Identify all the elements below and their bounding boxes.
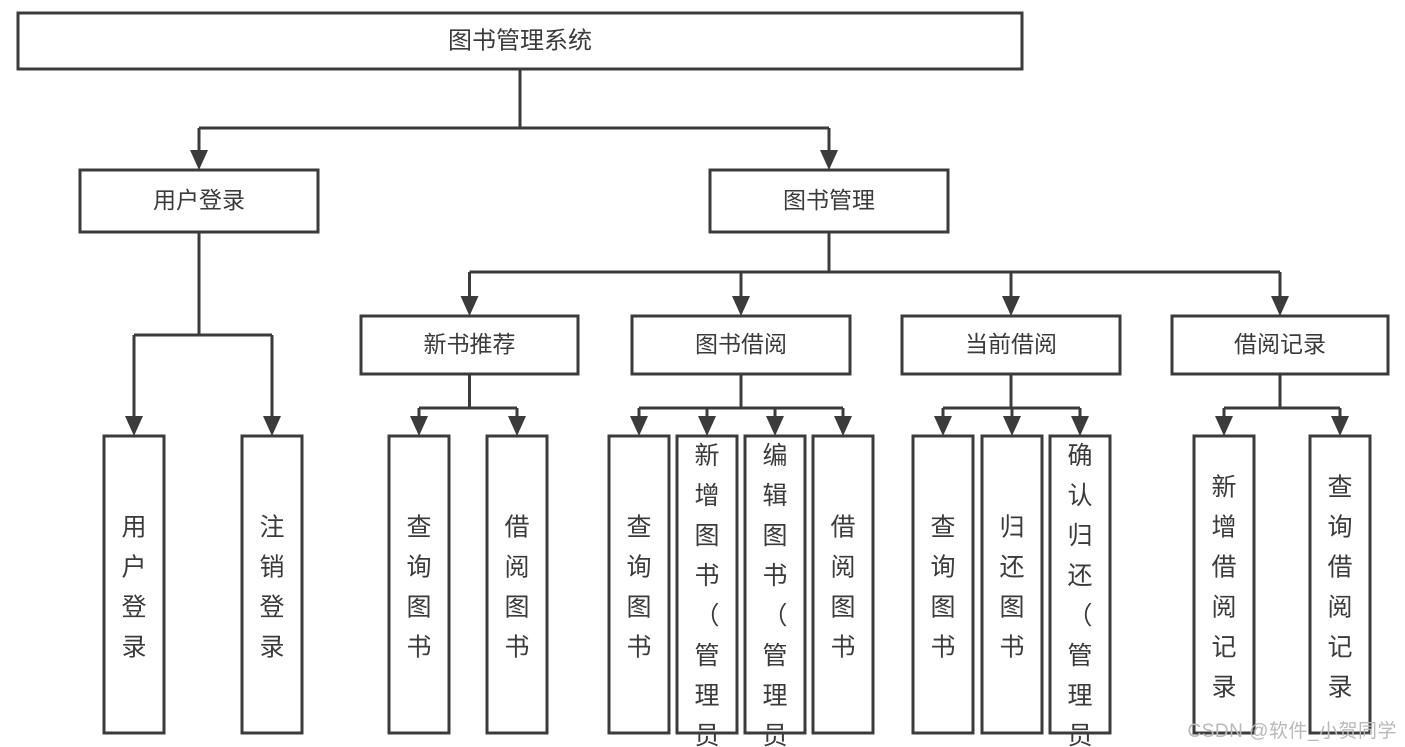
arrow-to-leaf-borrow-book-2 [834,416,852,436]
node-label-vertical: 归还图书 [999,514,1024,662]
node-label-vertical: 新增图书（管理员） [694,442,719,747]
arrow-to-book-borrow [732,296,750,316]
node-box [1048,434,1112,735]
node-leaf-borrow-book-1[interactable]: 借阅图书 [485,434,549,735]
arrow-to-leaf-add-record [1215,416,1233,436]
node-new-book-recommend[interactable]: 新书推荐 [359,314,580,376]
csdn-watermark: CSDN @软件_小贺同学 [1187,721,1397,742]
node-label: 新书推荐 [424,331,516,357]
arrow-to-leaf-query-book-1 [410,416,428,436]
node-leaf-user-login[interactable]: 用户登录 [102,434,166,735]
node-box [811,434,875,735]
node-label: 用户登录 [153,187,245,213]
node-box [102,434,166,735]
edges-layer [125,69,1349,436]
arrow-to-leaf-user-login [125,416,143,436]
node-label-vertical: 注销登录 [259,514,284,662]
node-label: 图书管理系统 [448,27,592,54]
arrow-to-book-manage [820,150,838,170]
node-label-vertical: 查询借阅记录 [1327,474,1352,702]
node-book-borrow[interactable]: 图书借阅 [630,314,852,376]
node-box [900,314,1122,376]
node-label: 图书管理 [783,187,875,213]
node-label: 当前借阅 [965,331,1057,357]
arrow-to-leaf-query-book-3 [934,416,952,436]
node-box [980,434,1044,735]
node-leaf-borrow-book-2[interactable]: 借阅图书 [811,434,875,735]
node-leaf-query-record[interactable]: 查询借阅记录 [1308,434,1372,735]
node-leaf-query-book-3[interactable]: 查询图书 [911,434,975,735]
node-leaf-confirm-return[interactable]: 确认归还（管理员） [1048,434,1112,747]
arrow-to-leaf-logout [263,416,281,436]
arrow-to-leaf-return-book [1003,416,1021,436]
node-leaf-add-record[interactable]: 新增借阅记录 [1192,434,1256,735]
node-box [485,434,549,735]
node-label-vertical: 确认归还（管理员） [1067,442,1092,747]
nodes-layer: 图书管理系统用户登录图书管理新书推荐图书借阅当前借阅借阅记录用户登录注销登录查询… [16,11,1390,747]
arrow-to-borrow-record [1271,296,1289,316]
node-label-vertical: 用户登录 [121,514,146,662]
node-leaf-edit-book[interactable]: 编辑图书（管理员） [743,434,807,747]
arrow-to-leaf-add-book [698,416,716,436]
node-label-vertical: 查询图书 [626,514,651,662]
node-label-vertical: 借阅图书 [504,514,529,662]
node-borrow-record[interactable]: 借阅记录 [1170,314,1390,376]
node-box [1170,314,1390,376]
arrow-to-current-borrow [1002,296,1020,316]
node-box [387,434,451,735]
node-box [1192,434,1256,735]
node-label-vertical: 新增借阅记录 [1211,474,1236,702]
node-leaf-return-book[interactable]: 归还图书 [980,434,1044,735]
node-label-vertical: 编辑图书（管理员） [762,442,787,747]
node-root[interactable]: 图书管理系统 [16,11,1024,71]
node-label-vertical: 查询图书 [406,514,431,662]
node-box [1308,434,1372,735]
node-leaf-query-book-1[interactable]: 查询图书 [387,434,451,735]
arrow-to-leaf-borrow-book-1 [508,416,526,436]
node-leaf-query-book-2[interactable]: 查询图书 [607,434,671,735]
arrow-to-leaf-confirm-return [1071,416,1089,436]
node-box [675,434,739,735]
node-user-login[interactable]: 用户登录 [78,168,320,234]
node-box [78,168,320,234]
node-box [240,434,304,735]
arrow-to-leaf-edit-book [766,416,784,436]
node-label: 借阅记录 [1234,331,1326,357]
node-box [16,11,1024,71]
node-current-borrow[interactable]: 当前借阅 [900,314,1122,376]
node-box [743,434,807,735]
node-box [911,434,975,735]
arrow-to-user-login [190,150,208,170]
node-leaf-logout[interactable]: 注销登录 [240,434,304,735]
node-book-manage[interactable]: 图书管理 [708,168,950,234]
node-box [708,168,950,234]
node-label: 图书借阅 [695,331,787,357]
node-label-vertical: 借阅图书 [830,514,855,662]
node-box [630,314,852,376]
node-box [359,314,580,376]
node-label-vertical: 查询图书 [930,514,955,662]
arrow-to-new-book-recommend [460,296,479,316]
node-box [607,434,671,735]
arrow-to-leaf-query-record [1331,416,1349,436]
node-leaf-add-book[interactable]: 新增图书（管理员） [675,434,739,747]
arrow-to-leaf-query-book-2 [630,416,648,436]
